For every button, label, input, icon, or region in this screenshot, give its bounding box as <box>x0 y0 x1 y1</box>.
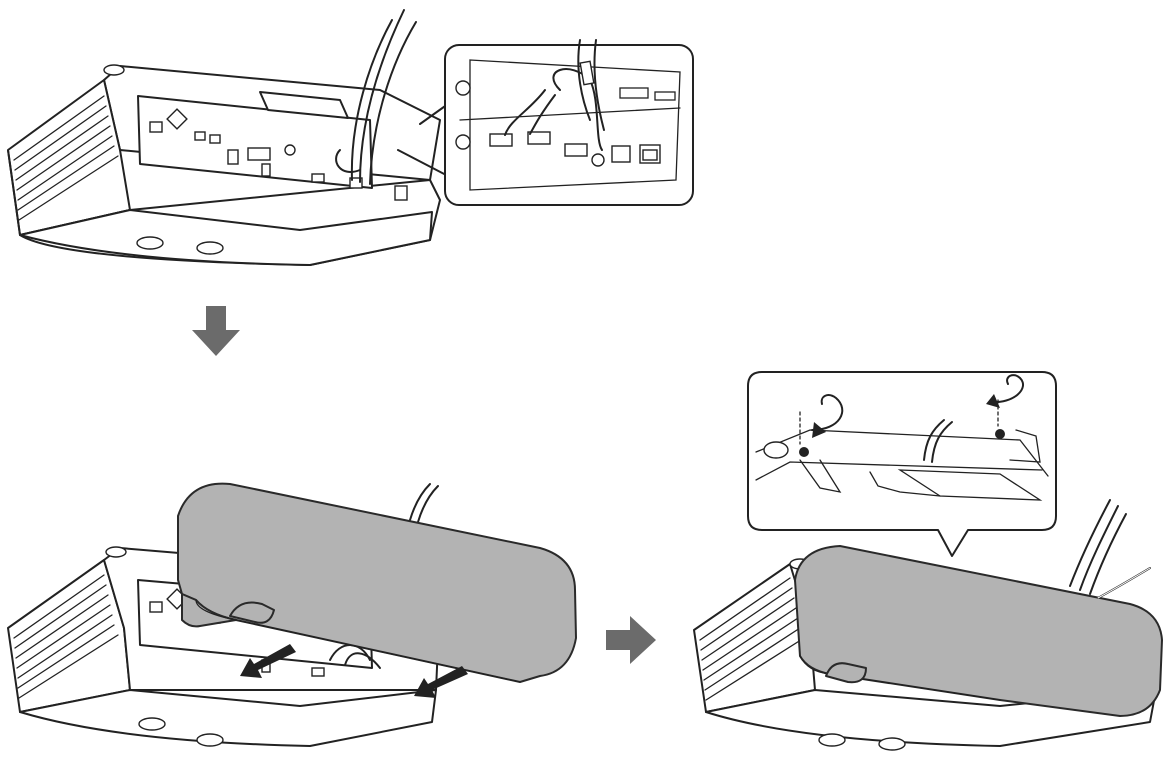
cables <box>335 9 417 185</box>
right-arrow-icon <box>606 616 656 664</box>
grille <box>13 574 119 699</box>
grille <box>699 577 805 701</box>
step-1-projector <box>7 9 441 266</box>
step-2-cable-cover <box>177 482 577 683</box>
step-3-cable-cover <box>794 499 1163 717</box>
rotate-arrow-icon <box>811 374 1024 438</box>
slide-arrow-icon <box>240 644 468 698</box>
step-3-zoom-callout <box>747 371 1057 557</box>
grille <box>13 95 119 221</box>
down-arrow-icon <box>192 306 240 356</box>
step-1-zoom-callout <box>397 39 694 206</box>
